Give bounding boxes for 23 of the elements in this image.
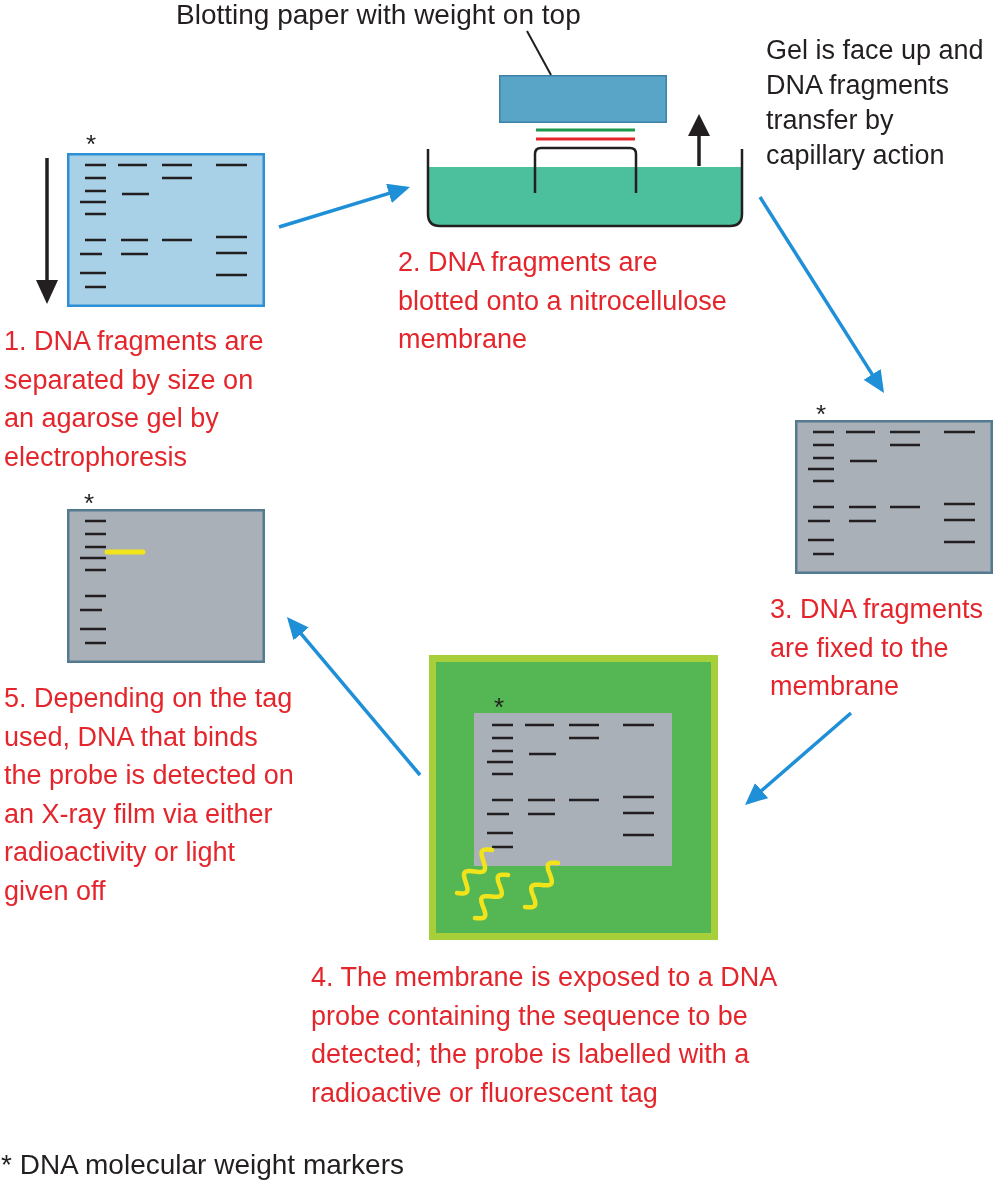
step-caption: 4. The membrane is exposed to a DNA probe containing the sequence to be detected; the probe is labelled with a radioactive or fluorescent tag	[311, 961, 778, 1110]
step-caption: 1. DNA fragments are separated by size on an agarose gel by electrophoresis	[4, 325, 265, 474]
arrow	[278, 183, 410, 229]
asterisk-mark: *	[816, 401, 827, 427]
x-ray-film	[67, 509, 265, 663]
annotation-text: Gel is face up and DNA fragments transfer by capillary action	[766, 34, 985, 172]
agarose-gel	[67, 153, 265, 307]
blotting-paper	[499, 75, 667, 123]
asterisk-mark: *	[84, 490, 95, 516]
arrow	[287, 617, 422, 777]
footnote: * DNA molecular weight markers	[1, 1149, 405, 1181]
step-caption: 3. DNA fragments are fixed to the membrane	[770, 593, 985, 703]
blotting-tank	[426, 126, 744, 228]
step-caption: 5. Depending on the tag used, DNA that binds the probe is detected on an X-ray film via either radioactivity or light given off	[4, 682, 295, 908]
leader-line	[526, 30, 552, 76]
asterisk-mark: *	[86, 131, 97, 157]
membrane	[795, 420, 993, 574]
step-caption: 2. DNA fragments are blotted onto a nitrocellulose membrane	[398, 246, 728, 356]
arrow	[758, 196, 884, 393]
callout-label: Blotting paper with weight on top	[176, 0, 581, 30]
arrow	[745, 711, 853, 805]
asterisk-mark: *	[494, 694, 505, 720]
membrane-in-probe-bath	[429, 655, 718, 940]
